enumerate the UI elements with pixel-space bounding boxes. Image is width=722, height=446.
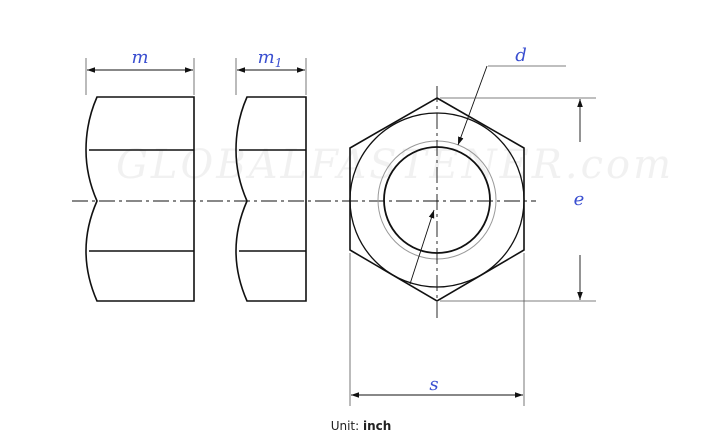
side-view-thin-nut bbox=[235, 96, 307, 302]
label-m1: m1 bbox=[258, 47, 283, 70]
side-view-nut bbox=[85, 96, 195, 302]
dimension-m1: m1 bbox=[235, 47, 307, 95]
unit-caption: Unit: inch bbox=[0, 419, 722, 433]
watermark-text: GLOBALFASTENER.com bbox=[116, 142, 674, 188]
dimension-m: m bbox=[85, 47, 195, 95]
dimension-s: s bbox=[349, 253, 525, 406]
unit-caption-prefix: Unit: bbox=[330, 419, 360, 433]
front-view-hexagon bbox=[349, 97, 525, 302]
unit-caption-value: inch bbox=[363, 419, 392, 433]
label-d: d bbox=[515, 45, 527, 66]
label-m: m bbox=[131, 47, 148, 68]
label-s: s bbox=[429, 374, 438, 395]
label-e: e bbox=[574, 189, 585, 210]
dimension-e: e bbox=[440, 97, 596, 302]
dimension-d: d bbox=[409, 45, 566, 285]
